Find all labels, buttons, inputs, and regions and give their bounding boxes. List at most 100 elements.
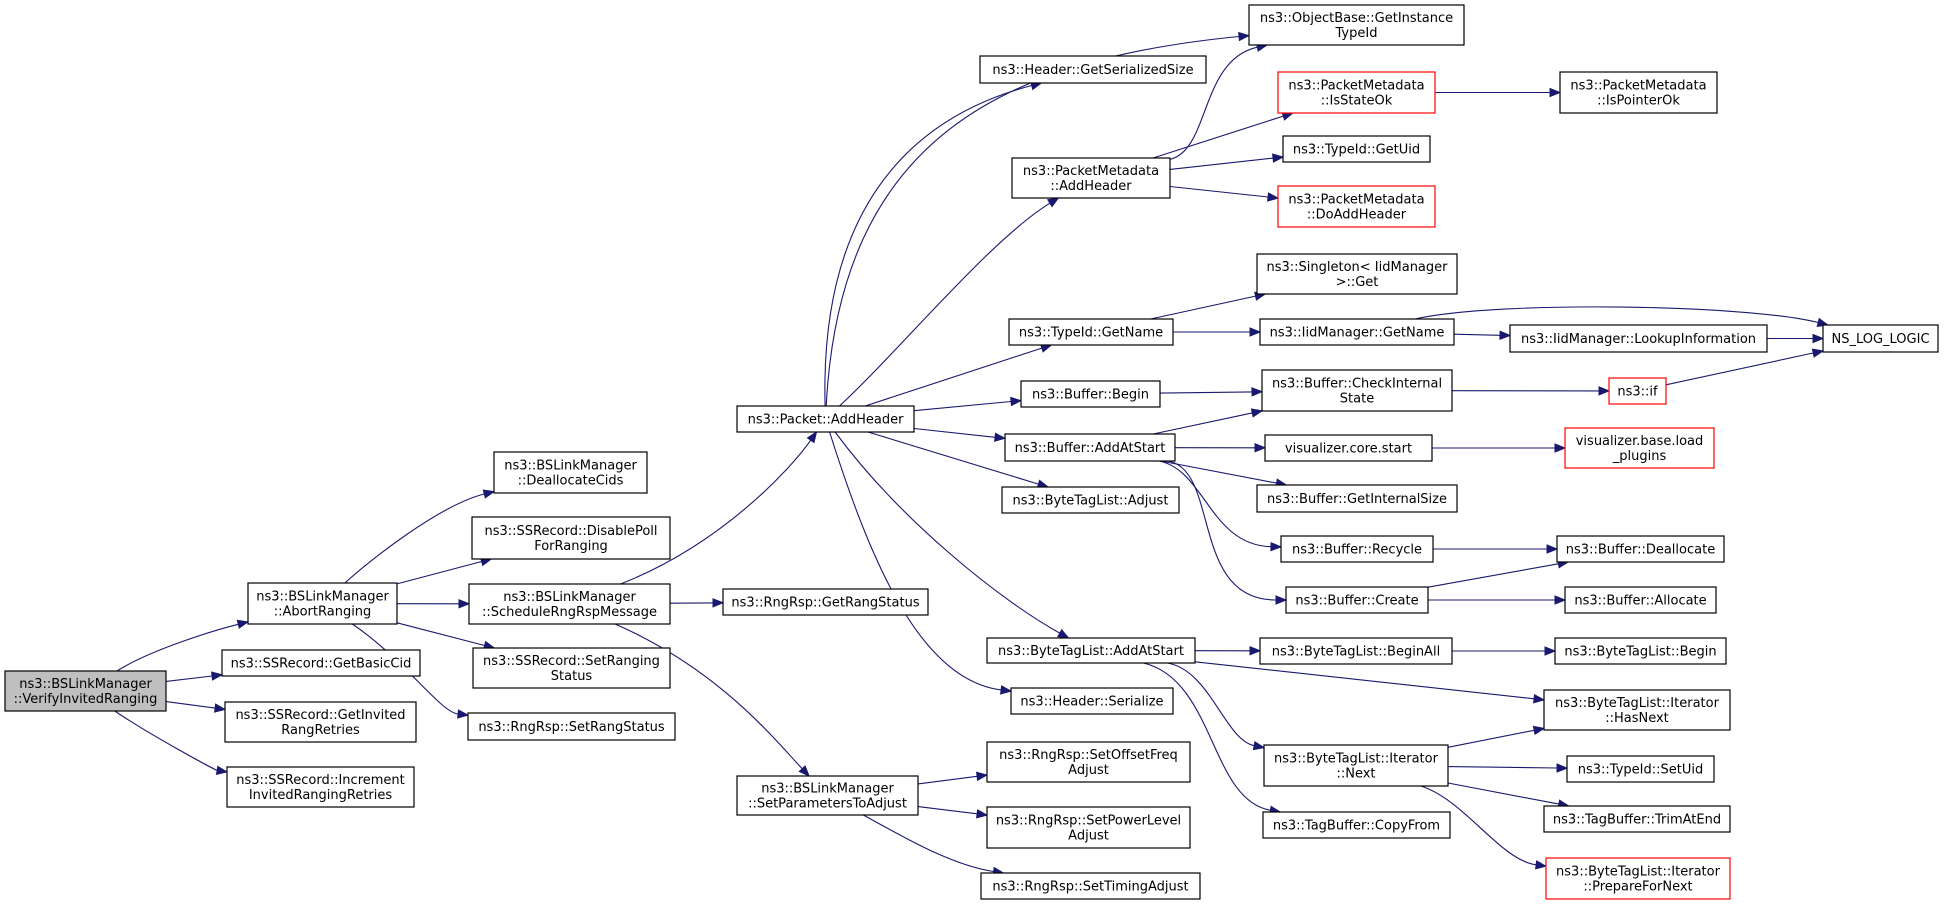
edge-abort-to-schedule bbox=[396, 599, 471, 609]
node-pmaddheader[interactable]: ns3::PacketMetadata::AddHeader bbox=[1011, 157, 1171, 199]
node-typeidgetuid[interactable]: ns3::TypeId::GetUid bbox=[1282, 135, 1431, 163]
node-increment[interactable]: ns3::SSRecord::IncrementInvitedRangingRe… bbox=[226, 766, 415, 808]
edge-schedule-to-setparams bbox=[614, 623, 811, 777]
node-label-line: ns3::SSRecord::Increment bbox=[236, 773, 405, 788]
node-btlbegin[interactable]: ns3::ByteTagList::Begin bbox=[1554, 637, 1727, 665]
edge-arrowhead bbox=[211, 671, 224, 681]
node-trimatend[interactable]: ns3::TagBuffer::TrimAtEnd bbox=[1543, 805, 1731, 833]
edge-line bbox=[614, 623, 803, 770]
node-label-line: ns3::Buffer::Create bbox=[1295, 594, 1418, 609]
node-label-line: TypeId bbox=[1335, 26, 1378, 41]
node-vizcorestart[interactable]: visualizer.core.start bbox=[1264, 434, 1433, 462]
node-buffercreate[interactable]: ns3::Buffer::Create bbox=[1285, 586, 1429, 614]
node-bufferrecycle[interactable]: ns3::Buffer::Recycle bbox=[1280, 535, 1434, 563]
node-lookupinfo[interactable]: ns3::IidManager::LookupInformation bbox=[1509, 324, 1768, 353]
node-packetaddheader[interactable]: ns3::Packet::AddHeader bbox=[736, 405, 915, 433]
node-btlbeginall[interactable]: ns3::ByteTagList::BeginAll bbox=[1259, 637, 1453, 665]
node-label-line: ns3::BSLinkManager bbox=[19, 677, 152, 692]
edge-line bbox=[1167, 662, 1255, 747]
edge-packetaddheader-to-headerserialize bbox=[829, 431, 1013, 695]
node-label-line: ns3::TagBuffer::CopyFrom bbox=[1273, 819, 1440, 834]
node-bufferaddatstart[interactable]: ns3::Buffer::AddAtStart bbox=[1004, 433, 1176, 462]
node-box bbox=[1261, 369, 1453, 412]
node-label-line: NS_LOG_LOGIC bbox=[1831, 332, 1929, 347]
node-pmdoaddheader[interactable]: ns3::PacketMetadata::DoAddHeader bbox=[1277, 185, 1436, 228]
edge-root-to-increment bbox=[114, 710, 229, 775]
node-schedule[interactable]: ns3::BSLinkManager::ScheduleRngRspMessag… bbox=[468, 583, 671, 625]
node-bufferdealloc[interactable]: ns3::Buffer::Deallocate bbox=[1556, 535, 1725, 563]
node-bufferbegin[interactable]: ns3::Buffer::Begin bbox=[1020, 380, 1161, 408]
node-box bbox=[224, 701, 417, 743]
edge-packetaddheader-to-objgetinstance bbox=[825, 31, 1251, 407]
node-getinternalsize[interactable]: ns3::Buffer::GetInternalSize bbox=[1256, 484, 1458, 513]
node-box bbox=[1020, 380, 1161, 408]
node-box bbox=[1509, 324, 1768, 353]
node-pmisstateok[interactable]: ns3::PacketMetadata::IsStateOk bbox=[1277, 71, 1436, 114]
node-abort[interactable]: ns3::BSLinkManager::AbortRanging bbox=[247, 582, 398, 625]
node-root[interactable]: ns3::BSLinkManager::VerifyInvitedRanging bbox=[4, 670, 167, 712]
edge-line bbox=[917, 775, 978, 785]
edge-arrowhead bbox=[1544, 646, 1557, 656]
node-bufferalloc[interactable]: ns3::Buffer::Allocate bbox=[1564, 586, 1717, 614]
node-btladdatstart[interactable]: ns3::ByteTagList::AddAtStart bbox=[986, 637, 1196, 664]
node-btladjust[interactable]: ns3::ByteTagList::Adjust bbox=[1001, 486, 1180, 514]
edge-bufferaddatstart-to-vizcorestart bbox=[1174, 443, 1267, 453]
node-headerserialize[interactable]: ns3::Header::Serialize bbox=[1010, 687, 1174, 715]
node-itnext[interactable]: ns3::ByteTagList::Iterator::Next bbox=[1263, 744, 1449, 787]
edge-line bbox=[913, 427, 996, 438]
node-label-line: ns3::RngRsp::SetTimingAdjust bbox=[992, 880, 1188, 895]
node-box bbox=[467, 712, 676, 741]
node-box bbox=[1554, 637, 1727, 665]
node-copyfrom[interactable]: ns3::TagBuffer::CopyFrom bbox=[1262, 811, 1451, 839]
edge-arrowhead bbox=[798, 765, 811, 777]
node-box bbox=[1256, 484, 1458, 513]
node-headerserialsize[interactable]: ns3::Header::GetSerializedSize bbox=[979, 55, 1207, 84]
node-nslog[interactable]: NS_LOG_LOGIC bbox=[1822, 324, 1939, 353]
node-box bbox=[736, 775, 919, 816]
edges-layer bbox=[114, 31, 1830, 877]
node-box bbox=[468, 583, 671, 625]
node-box bbox=[1564, 427, 1715, 469]
node-ithasnext[interactable]: ns3::ByteTagList::Iterator::HasNext bbox=[1543, 689, 1731, 731]
node-typeidgetname[interactable]: ns3::TypeId::GetName bbox=[1008, 318, 1174, 346]
node-setrangstatus[interactable]: ns3::RngRsp::SetRangStatus bbox=[467, 712, 676, 741]
node-label-line: ns3::ByteTagList::Begin bbox=[1564, 645, 1716, 660]
node-label-line: ns3::TypeId::GetUid bbox=[1293, 143, 1420, 158]
edge-arrowhead bbox=[482, 489, 496, 499]
node-setparams[interactable]: ns3::BSLinkManager::SetParametersToAdjus… bbox=[736, 775, 919, 816]
node-box bbox=[1248, 4, 1465, 46]
node-label-line: ns3::BSLinkManager bbox=[503, 590, 636, 605]
edge-line bbox=[1447, 766, 1558, 769]
node-setuid[interactable]: ns3::TypeId::SetUid bbox=[1566, 755, 1715, 783]
edge-itnext-to-setuid bbox=[1447, 763, 1569, 773]
edge-btladdatstart-to-btlbeginall bbox=[1194, 646, 1262, 656]
node-iidgetname[interactable]: ns3::IidManager::GetName bbox=[1259, 318, 1455, 346]
node-box bbox=[986, 637, 1196, 664]
edge-line bbox=[114, 710, 218, 771]
node-settiming[interactable]: ns3::RngRsp::SetTimingAdjust bbox=[980, 872, 1201, 900]
node-label-line: ns3::IidManager::LookupInformation bbox=[1521, 332, 1756, 347]
edge-arrowhead bbox=[1275, 595, 1288, 605]
edge-arrowhead bbox=[1046, 197, 1060, 208]
node-dealloccids[interactable]: ns3::BSLinkManager::DeallocateCids bbox=[493, 451, 648, 494]
edge-line bbox=[913, 400, 1012, 412]
node-vizload[interactable]: visualizer.base.load_plugins bbox=[1564, 427, 1715, 469]
node-label-line: ::VerifyInvitedRanging bbox=[14, 692, 158, 707]
node-getrangstatus[interactable]: ns3::RngRsp::GetRangStatus bbox=[722, 588, 929, 616]
node-box bbox=[1556, 535, 1725, 563]
node-label-line: ns3::SSRecord::GetInvited bbox=[235, 708, 405, 723]
node-ns3if[interactable]: ns3::if bbox=[1608, 377, 1667, 405]
node-prepnext[interactable]: ns3::ByteTagList::Iterator::PrepareForNe… bbox=[1545, 857, 1731, 900]
edge-arrowhead bbox=[1549, 87, 1562, 98]
node-getbasiccid[interactable]: ns3::SSRecord::GetBasicCid bbox=[221, 649, 421, 677]
node-singletonget[interactable]: ns3::Singleton< IidManager>::Get bbox=[1256, 253, 1458, 295]
node-pmispointerok[interactable]: ns3::PacketMetadata::IsPointerOk bbox=[1559, 71, 1718, 114]
edge-line bbox=[1414, 306, 1819, 324]
